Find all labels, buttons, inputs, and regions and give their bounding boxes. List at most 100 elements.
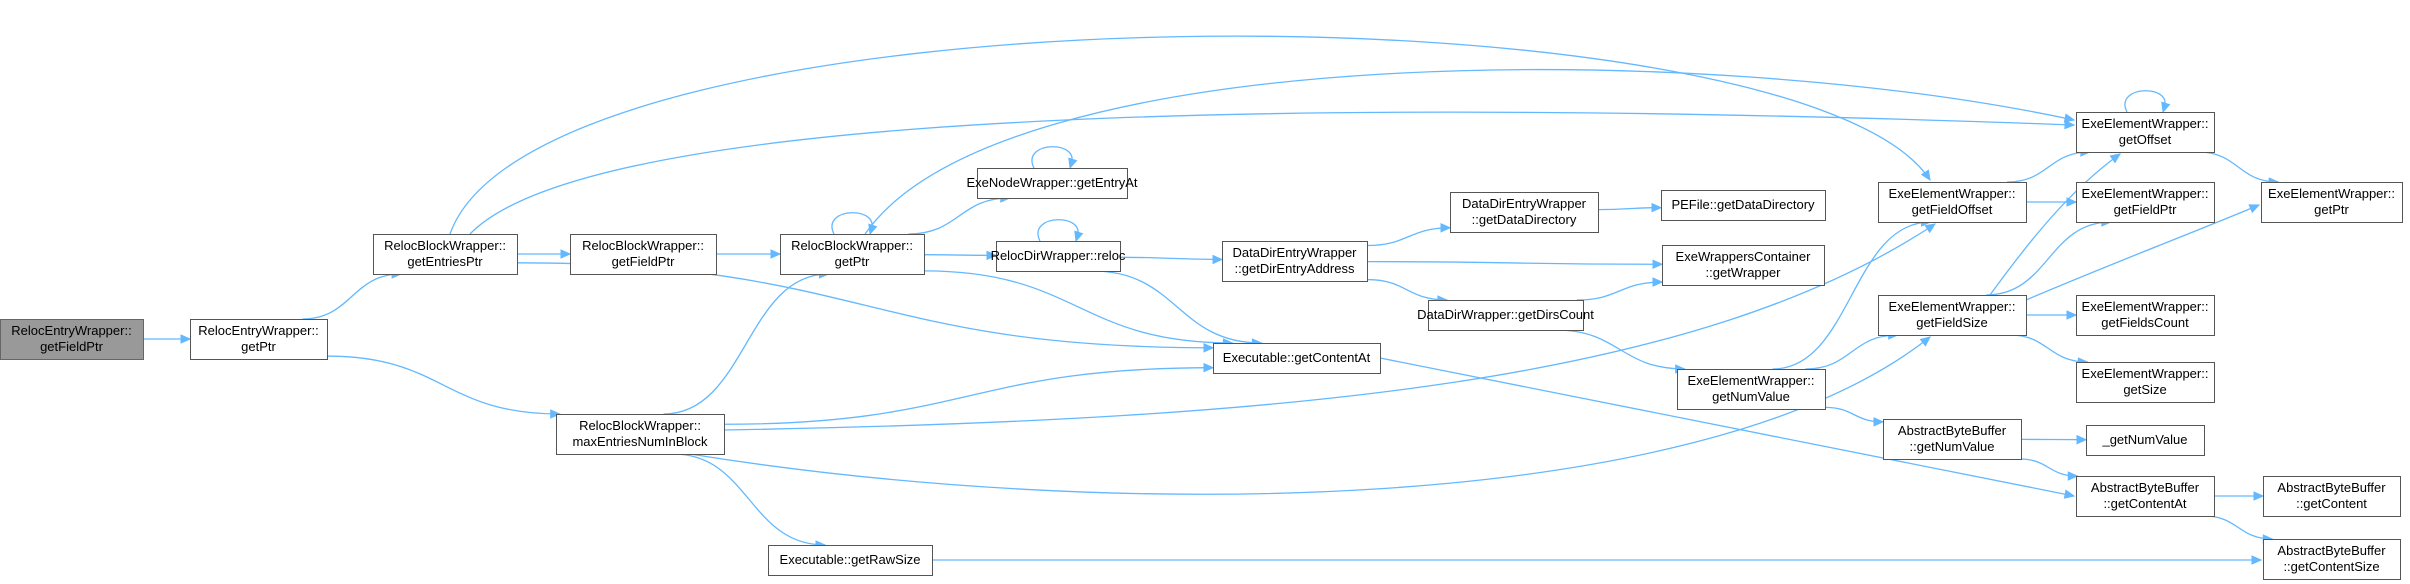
graph-node[interactable]: ExeElementWrapper::getSize [2076,362,2215,403]
graph-node[interactable]: RelocBlockWrapper::getPtr [780,234,925,275]
edge-n7-n11 [1119,254,1224,265]
node-label: ExeNodeWrapper::getEntryAt [966,175,1137,190]
edge-arrowhead [1440,223,1452,233]
edge-arrowhead [2066,197,2078,207]
edge-path [2009,334,2088,363]
edge-n14-n13 [1576,277,1664,301]
graph-node[interactable]: PEFile::getDataDirectory [1661,190,1826,221]
edge-arrowhead [560,249,572,259]
graph-node-root[interactable]: RelocEntryWrapper::getFieldPtr [0,319,144,360]
edge-arrowhead [2109,153,2121,164]
graph-node[interactable]: RelocBlockWrapper::getFieldPtr [570,234,717,275]
graph-node[interactable]: Executable::getRawSize [768,545,933,576]
node-label: PEFile::getDataDirectory [1671,197,1815,212]
edge-arrowhead [1651,202,1663,213]
node-label: ExeElementWrapper:: [2082,116,2209,131]
node-label: ExeElementWrapper:: [2268,186,2395,201]
edge-arrowhead [2161,101,2171,114]
edge-n16-n19 [2007,147,2092,183]
node-box [2076,476,2215,517]
node-box [1213,343,1381,374]
graph-node[interactable]: ExeWrappersContainer::getWrapper [1662,245,1825,286]
node-label: getOffset [2119,132,2172,147]
graph-node[interactable]: RelocDirWrapper::reloc [991,241,1126,272]
node-label: AbstractByteBuffer [1898,423,2007,438]
graph-node[interactable]: RelocBlockWrapper::getEntriesPtr [373,234,518,275]
graph-node[interactable]: ExeElementWrapper::getFieldSize [1878,295,2027,336]
node-label: getPtr [835,254,870,269]
graph-node[interactable]: ExeElementWrapper::getFieldsCount [2076,295,2215,336]
graph-node[interactable]: AbstractByteBuffer::getContentSize [2263,539,2401,580]
graph-node[interactable]: Executable::getContentAt [1213,343,1381,374]
edge-n3-n5 [663,269,830,415]
edge-n10-n12 [1597,202,1663,213]
edge-path [516,262,1214,349]
edge-arrowhead [1920,169,1931,182]
node-label: getFieldPtr [2114,202,2178,217]
graph-node[interactable]: RelocBlockWrapper::maxEntriesNumInBlock [556,414,725,455]
edge-path [673,453,826,546]
edge-path [2007,151,2090,183]
edge-n16-n20 [2025,197,2078,207]
edge-arrowhead [986,250,998,261]
edge-arrowhead [1652,259,1664,270]
node-box [1662,245,1825,286]
graph-node[interactable]: ExeElementWrapper::getFieldOffset [1878,182,2027,223]
graph-nodes: RelocEntryWrapper::getFieldPtr RelocEntry… [0,112,2403,580]
node-box [2263,476,2401,517]
edge-n17-n20 [1986,217,2113,296]
edge-n1-n3 [326,355,561,419]
graph-node[interactable]: ExeElementWrapper::getNumValue [1677,369,1826,410]
graph-node[interactable]: AbstractByteBuffer::getContent [2263,476,2401,517]
edge-arrowhead [2248,204,2261,214]
node-label: getSize [2123,382,2166,397]
graph-node[interactable]: ExeElementWrapper::getFieldPtr [2076,182,2215,223]
graph-node[interactable]: AbstractByteBuffer::getNumValue [1883,419,2022,460]
node-label: ExeElementWrapper:: [1889,299,2016,314]
edge-n17-n21 [2026,310,2078,320]
edge-path [1119,256,1223,261]
graph-node[interactable]: RelocEntryWrapper::getPtr [190,319,328,360]
edge-n5-n5 [831,212,878,236]
graph-node[interactable]: DataDirEntryWrapper::getDirEntryAddress [1222,241,1368,282]
node-label: ::getDirEntryAddress [1235,261,1355,276]
graph-node[interactable]: ExeElementWrapper::getPtr [2261,182,2403,223]
edge-n3-n8 [723,362,1215,425]
edge-n5-n19 [864,69,2076,235]
edge-arrowhead [1924,223,1937,234]
edge-n6-n6 [1031,146,1078,170]
node-box [373,234,518,275]
edge-arrowhead [180,334,192,344]
edge-n2-n19 [469,111,2076,235]
node-label: RelocBlockWrapper:: [582,238,704,253]
edge-path [663,273,829,415]
node-label: getFieldPtr [612,254,676,269]
edge-path [723,367,1214,425]
node-label: getEntriesPtr [407,254,483,269]
edge-n17-n22 [2009,334,2089,367]
edge-n4-n5 [716,249,782,259]
node-box [1222,241,1368,282]
edge-n9-n27 [932,555,2263,565]
graph-node[interactable]: ExeNodeWrapper::getEntryAt [966,168,1138,199]
node-label: DataDirWrapper::getDirsCount [1417,307,1594,322]
edge-path [2198,151,2279,183]
edge-arrowhead [2253,491,2265,501]
graph-node[interactable]: DataDirEntryWrapper::getDataDirectory [1450,192,1599,233]
edge-n15-n17 [1805,330,1899,370]
node-box [1428,300,1584,331]
edge-n24-n26 [2214,491,2265,501]
edge-path [2025,204,2260,301]
edge-arrowhead [1068,157,1078,170]
edge-path [1986,221,2111,296]
node-label: _getNumValue [2101,432,2187,447]
node-label: getFieldOffset [1912,202,1993,217]
graph-node[interactable]: AbstractByteBuffer::getContentAt [2076,476,2215,517]
graph-node[interactable]: DataDirWrapper::getDirsCount [1417,300,1594,331]
node-label: getFieldsCount [2101,315,2189,330]
graph-node[interactable]: ExeElementWrapper::getOffset [2076,112,2215,153]
node-box [1677,369,1826,410]
graph-node[interactable]: _getNumValue [2086,425,2205,456]
node-label: ::getNumValue [1909,439,1994,454]
node-box [1450,192,1599,233]
